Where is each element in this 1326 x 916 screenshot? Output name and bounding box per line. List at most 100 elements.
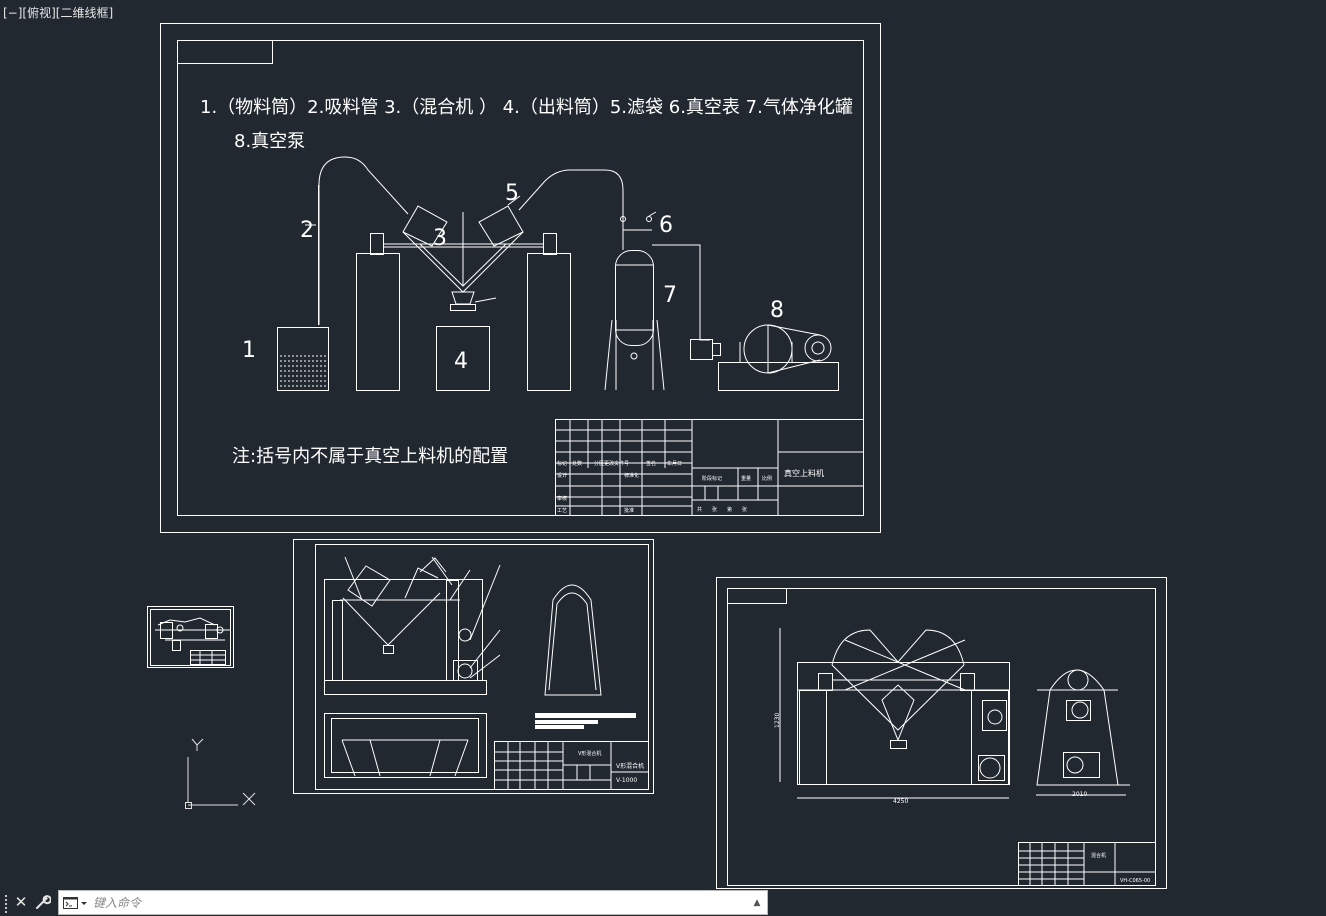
sheet-1-title-block [555,419,864,516]
v-left-cylinder-cap [402,205,448,247]
drawing-note: 注:括号内不属于真空上料机的配置 [232,446,508,467]
pump-motor-pulley [804,334,832,362]
chevron-up-icon[interactable]: ▲ [753,898,761,908]
ucs-y-glyph-b [196,738,204,746]
sheet-1-outer-border [160,23,881,533]
assembly-title-block-name: 混合机 [1091,852,1106,859]
mixer-right-bearing [543,233,557,255]
v-mixer-title-small: V形混合机 [578,750,601,757]
viewport-controls-label[interactable]: [−][俯视][二维线框] [3,6,114,20]
tb-label: 阶段标记 [702,475,722,482]
command-line-bar: ✕ ▲ [0,889,768,916]
v-discharge-flange [450,304,476,311]
mixer-left-bearing [370,233,384,255]
gauge-valve-2 [646,216,652,222]
command-input[interactable] [93,893,733,913]
sheet-2-top-view [324,713,487,778]
purifier-drain [630,352,638,360]
sheet-1-inner-border [177,40,864,516]
callout-5-leader [507,195,521,206]
v-discharge-handle [474,297,497,303]
purifier-leg-left [604,319,613,391]
command-line-grip[interactable] [2,893,10,913]
title-block-labels: 标记 处数 分区 更改文件号 签名 年月日 设计 标准化 审核 工艺 批准 阶段… [557,460,772,514]
sheet-3-side-view [1036,669,1130,796]
callout-6: 6 [659,213,673,238]
ucs-y-label: Y [190,749,191,751]
drawing-canvas[interactable]: 1.（物料筒）2.吸料管 3.（混合机 ） 4.（出料筒）5.滤袋 6.真空表 … [0,0,1326,889]
dim-side: 2010 [1072,791,1087,798]
command-input-field[interactable]: ▲ [58,890,768,915]
sheet-3-inner-border [727,588,1156,886]
tb-label: 签名 [646,460,656,467]
close-icon[interactable]: ✕ [14,893,28,911]
tb-label: 标准化 [624,472,639,479]
sheet-4-outer-border [147,606,234,668]
sheet-4-inner-border [150,609,231,666]
outlet-cylinder [436,326,490,391]
tb-label: 更改文件号 [604,460,629,467]
tb-label: 张 [742,506,747,513]
pump-motor-hub [811,341,825,355]
sheet-3-title-block [1018,842,1156,886]
tb-label: 年月日 [667,460,682,467]
purifier-to-pump-pipe [652,244,710,341]
prompt-glyph [63,897,87,909]
callout-1: 1 [242,338,256,363]
callout-7: 7 [663,283,677,308]
v-right-cylinder-cap [478,205,524,247]
v-mixer-title: V形混合机 [616,762,644,770]
sheet-4-content [155,617,230,665]
tb-label: 共 [697,506,702,513]
title-block-name: 真空上料机 [784,468,824,478]
ucs-icon [185,738,256,809]
material-cylinder [277,327,329,391]
sheet-2-front-view [324,556,501,695]
pump-flange [712,343,721,356]
drawing-sheets [147,23,1167,889]
command-prompt-icon[interactable] [62,895,90,912]
assembly-code: VH-C065-00 [1120,878,1150,884]
mixer-right-pillar [527,253,571,391]
ucs-y-glyph-a [191,738,198,746]
sheet-2-title-block [494,741,649,790]
pump-belt [767,324,821,374]
pump-base [718,362,839,391]
pump-inlet [690,339,713,360]
wrench-glyph [36,895,52,909]
v-mixer-code: V-1000 [616,777,637,784]
dim-height: 1230 [774,713,781,728]
dim-width: 4250 [893,798,908,805]
return-pipe [518,169,624,250]
ucs-x-glyph-b [242,792,256,806]
gauge-pointer [648,211,657,217]
tb-label: 工艺 [557,508,567,514]
tb-label: 审核 [557,495,567,502]
tb-label: 批准 [624,507,634,514]
v-discharge-valve [451,291,475,305]
wrench-icon[interactable] [34,892,52,912]
callout-4: 4 [454,349,468,374]
tb-label: 比例 [762,475,772,482]
tb-label: 重量 [741,475,751,482]
sheet-1-corner-box [177,40,273,64]
material-fill-hatch [280,355,326,387]
callout-8: 8 [770,298,784,323]
purifier-tank [615,250,654,346]
callout-5: 5 [505,181,519,206]
gauge-valve-1 [620,216,626,222]
tb-label: 标记 [557,460,567,467]
ucs-x-label: X [246,803,247,805]
sheet-2-outer-border [293,539,654,794]
sheet-2-side-view [544,584,602,696]
sheet-3-corner-box [727,588,787,604]
legend-line-2: 8.真空泵 [234,131,305,152]
callout-2: 2 [300,218,314,243]
tb-label: 分区 [594,460,604,467]
tb-label: 设计 [557,472,567,479]
mixer-left-pillar [356,253,400,391]
callout-3: 3 [433,226,447,251]
ucs-origin [185,802,192,809]
tb-label: 第 [727,506,732,513]
sheet-3-front-view [779,628,1010,799]
